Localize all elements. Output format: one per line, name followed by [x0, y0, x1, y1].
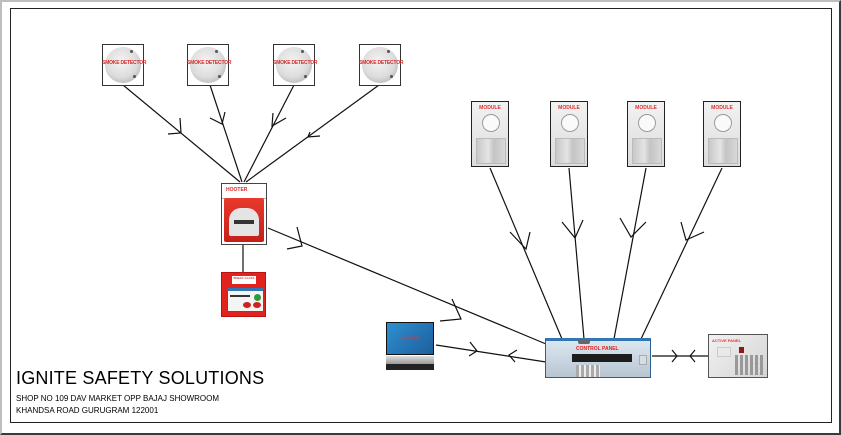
smoke-detector-label: SMOKE DETECTOR: [102, 60, 147, 66]
wire-hooter-panel: [267, 227, 547, 345]
wire-module-4: [640, 167, 723, 340]
module-label: MODULE: [558, 105, 580, 111]
control-panel[interactable]: CONTROL PANEL: [545, 338, 651, 378]
hooter-label: HOOTER: [226, 187, 248, 193]
module-2[interactable]: MODULE: [550, 101, 588, 167]
arrow-keypad-1: [671, 349, 678, 363]
arrow-smoke-2: [209, 111, 226, 125]
company-block: IGNITE SAFETY SOLUTIONS SHOP NO 109 DAV …: [16, 368, 264, 417]
arrow-hooter-panel: [286, 226, 303, 250]
access-keypad-label: ACTIVE PANEL: [712, 338, 742, 343]
arrow-module-1: [509, 231, 531, 251]
smoke-detector-label: SMOKE DETECTOR: [273, 60, 318, 66]
wire-smoke-4: [245, 84, 380, 183]
arrow-module-2: [561, 219, 584, 240]
module-4[interactable]: MODULE: [703, 101, 741, 167]
smoke-detector-label: SMOKE DETECTOR: [359, 60, 404, 66]
smoke-detector-2[interactable]: SMOKE DETECTOR: [187, 44, 232, 86]
wire-monitor-panel-1: [435, 344, 547, 363]
control-panel-keys: [576, 365, 600, 377]
smoke-detector-3[interactable]: SMOKE DETECTOR: [273, 44, 318, 86]
arrow-module-4: [680, 221, 705, 241]
arrow-smoke-3: [271, 112, 287, 128]
mcp-label: BREAK GLASS: [232, 276, 256, 284]
arrow-smoke-4: [307, 131, 321, 138]
wire-module-1: [489, 167, 563, 340]
wire-smoke-3: [243, 84, 295, 183]
module-label: MODULE: [635, 105, 657, 111]
module-label: MODULE: [711, 105, 733, 111]
module-1[interactable]: MODULE: [471, 101, 509, 167]
wire-module-2: [568, 167, 585, 340]
drawing-frame: [10, 8, 832, 423]
company-name: IGNITE SAFETY SOLUTIONS: [16, 368, 265, 388]
wire-smoke-2: [209, 84, 243, 183]
wire-module-3: [613, 167, 647, 340]
monitor[interactable]: MONITOR: [386, 322, 434, 370]
control-panel-label: CONTROL PANEL: [576, 346, 619, 352]
smoke-detector-1[interactable]: SMOKE DETECTOR: [102, 44, 147, 86]
arrow-monitor-1: [468, 341, 478, 357]
module-3[interactable]: MODULE: [627, 101, 665, 167]
monitor-label: MONITOR: [400, 335, 420, 340]
company-address-line1: SHOP NO 109 DAV MARKET OPP BAJAJ SHOWROO…: [16, 394, 220, 403]
control-panel-display: [572, 354, 632, 362]
arrow-module-3: [619, 217, 647, 238]
access-keypad[interactable]: ACTIVE PANEL: [708, 334, 768, 378]
arrow-keypad-2: [689, 349, 696, 363]
arrow-smoke-1: [167, 117, 182, 135]
module-label: MODULE: [479, 105, 501, 111]
company-address-line2: KHANDSA ROAD GURUGRAM 122001: [16, 406, 159, 415]
smoke-detector-label: SMOKE DETECTOR: [187, 60, 232, 66]
hooter[interactable]: HOOTER: [221, 183, 267, 245]
arrow-monitor-2: [508, 349, 518, 363]
manual-call-point[interactable]: BREAK GLASS: [221, 272, 266, 317]
arrow-panel-in: [439, 298, 462, 322]
smoke-detector-4[interactable]: SMOKE DETECTOR: [359, 44, 404, 86]
